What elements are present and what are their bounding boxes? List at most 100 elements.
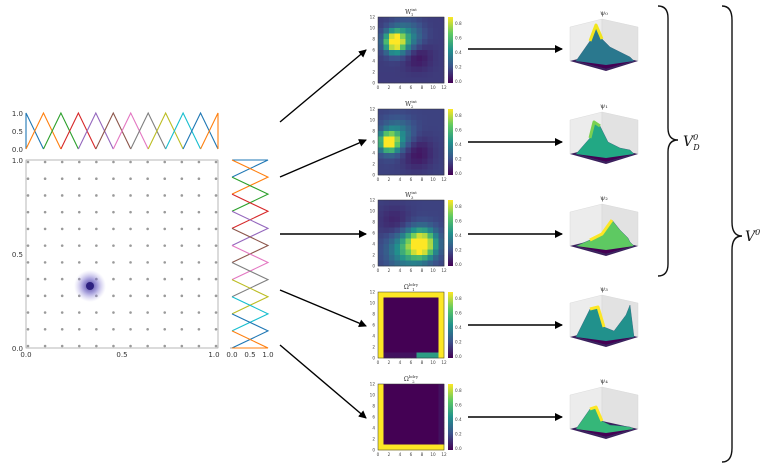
heatmap-cell — [394, 77, 401, 84]
heatmap-cell — [433, 114, 439, 121]
surface-front — [576, 337, 634, 345]
heatmap-cell — [394, 222, 401, 228]
heatmap-cell — [416, 384, 423, 390]
heatmap-cell — [400, 77, 406, 84]
grid-point — [180, 210, 184, 214]
heatmap-cell — [400, 255, 406, 261]
heatmap-cell — [400, 61, 406, 67]
heatmap-cell — [400, 384, 406, 390]
heatmap-cell — [438, 216, 445, 223]
grid-point — [129, 160, 132, 164]
heatmap-cell — [416, 216, 423, 223]
heatmap-cell — [427, 136, 434, 143]
heatmap-cell — [422, 22, 428, 29]
heatmap-cell — [438, 238, 445, 245]
grid-point — [129, 177, 132, 181]
heatmap-cell — [438, 222, 445, 228]
hat-function-top — [25, 111, 62, 150]
colorbar-tick: 0.6 — [455, 128, 462, 133]
heatmap-cell — [400, 444, 406, 451]
hat-function-top — [112, 111, 149, 150]
heatmap-cell — [389, 433, 395, 440]
heatmap-xtick: 12 — [441, 360, 447, 365]
heatmap-cell — [389, 211, 395, 217]
heatmap-cell — [394, 395, 401, 401]
grid-point — [163, 294, 167, 298]
heatmap-cell — [438, 147, 445, 154]
grid-point — [26, 261, 30, 264]
grid-point — [197, 160, 201, 164]
heatmap-cell — [400, 72, 406, 78]
hat-function-top — [25, 112, 44, 150]
heatmap-cell — [389, 444, 395, 451]
heatmap-cell — [400, 222, 406, 228]
heatmap-cell — [438, 341, 445, 348]
heatmap-cell — [438, 44, 445, 51]
heatmap-cell — [427, 200, 434, 206]
heatmap-cell — [400, 164, 406, 170]
grid-point — [214, 210, 218, 214]
surface-panel: ψ₄ — [569, 377, 639, 439]
heatmap-ytick: 4 — [372, 242, 375, 247]
heatmap-cell — [405, 66, 412, 73]
grid-point — [146, 344, 149, 348]
heatmap-cell — [416, 211, 423, 217]
heatmap-cell — [433, 17, 439, 23]
arrow-to-heatmap-1 — [279, 49, 367, 123]
surface-title: ψ₄ — [600, 377, 608, 385]
heatmap-cell — [394, 314, 401, 320]
heatmap-cell — [405, 255, 412, 261]
heatmap-cell — [389, 109, 395, 115]
heatmap-ytick: 10 — [370, 26, 376, 31]
heatmap-cell — [411, 164, 417, 170]
heatmap-colorbar — [448, 384, 453, 450]
heatmap-cell — [427, 330, 434, 337]
grid-point — [43, 277, 47, 281]
heatmap-cell — [389, 44, 395, 51]
heatmap-cell — [411, 444, 417, 451]
heatmap-cell — [438, 439, 445, 445]
heatmap-cell — [411, 417, 417, 423]
heatmap-ytick: 12 — [370, 382, 376, 387]
heatmap-cell — [383, 400, 390, 407]
heatmap-cell — [411, 308, 417, 315]
colorbar-tick: 0.8 — [455, 113, 462, 118]
grid-point — [180, 261, 184, 264]
heatmap-cell — [383, 417, 390, 423]
grid-point — [60, 344, 64, 348]
grid-point — [163, 311, 167, 314]
heatmap-cell — [427, 109, 434, 115]
heatmap-cell — [422, 205, 428, 212]
heatmap-cell — [405, 341, 412, 348]
heatmap-cell — [427, 233, 434, 239]
heatmap-cell — [383, 131, 390, 137]
heatmap-cell — [422, 433, 428, 440]
heatmap-xtick: 4 — [399, 268, 402, 273]
heatmap-cell — [422, 109, 428, 115]
heatmap-cell — [433, 347, 439, 353]
heatmap-cell — [400, 314, 406, 320]
heatmap-cell — [427, 389, 434, 396]
grid-point — [129, 311, 132, 314]
heatmap-cell — [427, 422, 434, 429]
heatmap-cell — [433, 28, 439, 34]
brace-outer: V0 — [721, 5, 760, 463]
heatmap-cell — [405, 55, 412, 62]
heatmap-cell — [378, 227, 384, 234]
input-arrows — [279, 49, 367, 419]
heatmap-cell — [405, 406, 412, 412]
heatmap-cell — [411, 17, 417, 23]
heatmap-cell — [378, 303, 384, 309]
grid-point — [112, 327, 115, 331]
heatmap-cell — [400, 341, 406, 348]
heatmap-cell — [389, 308, 395, 315]
grid-point — [60, 160, 64, 164]
heatmap-cell — [427, 120, 434, 126]
heatmap-cell — [378, 411, 384, 418]
heatmap-cell — [438, 164, 445, 170]
heatmap-cell — [433, 341, 439, 348]
heatmap-cell — [427, 39, 434, 45]
grid-point — [214, 344, 218, 348]
